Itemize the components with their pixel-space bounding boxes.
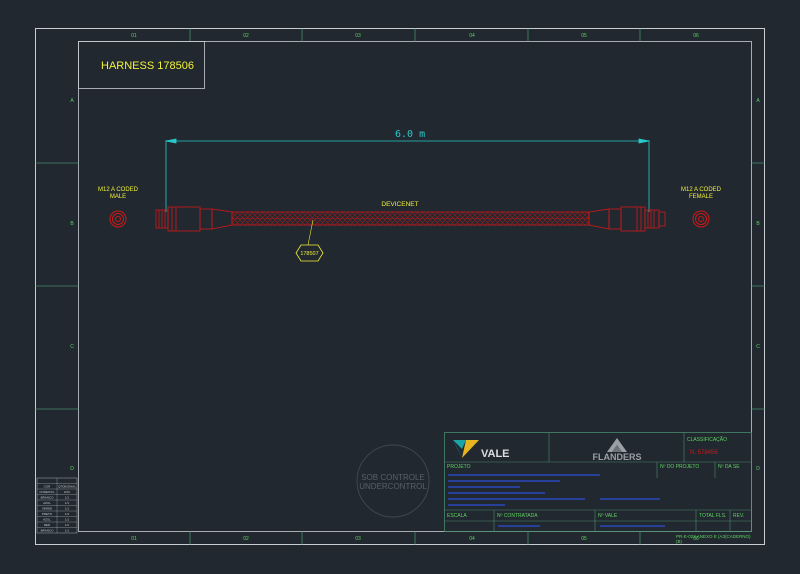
zone-row-left-D: D xyxy=(70,466,74,472)
color-table-cell: AZUL xyxy=(43,501,51,505)
color-table-cell: CORES/CL xyxy=(39,490,55,494)
zone-col-bottom-05: 05 xyxy=(581,536,587,542)
zone-row-left-C: C xyxy=(70,344,74,350)
color-table-cell: BRANCO xyxy=(41,529,55,533)
zone-row-left-A: A xyxy=(70,98,74,104)
color-table-cell: AZUL xyxy=(43,518,51,522)
zone-col-bottom-06: 06 xyxy=(693,536,699,542)
drawing-title: HARNESS 178506 xyxy=(101,60,194,72)
zone-row-right-D: D xyxy=(756,466,760,472)
project-description-lines xyxy=(448,474,665,527)
part-balloon-label: 178507 xyxy=(300,251,318,257)
vale-logo-text: VALE xyxy=(481,448,510,460)
cable-label: DEVICENET xyxy=(381,201,418,208)
classification-value: N. 578456 xyxy=(690,450,718,456)
color-table-cell: 1/1 xyxy=(65,529,70,533)
right-connector-label-line1: M12 A CODED xyxy=(681,187,722,193)
revision-label: REV. xyxy=(733,513,744,519)
part-balloon: 178507 xyxy=(295,219,324,262)
title-block: VALE FLANDERS CLASSIFICAÇÃO N. 578456 PR… xyxy=(444,432,752,532)
color-table-cell: 1/1 xyxy=(65,518,70,522)
zone-col-top-01: 01 xyxy=(131,33,137,39)
zone-col-top-03: 03 xyxy=(355,33,361,39)
zone-row-right-C: C xyxy=(756,344,760,350)
scale-label: ESCALA xyxy=(447,513,467,519)
color-table-header: COR xyxy=(44,485,52,489)
color-table-cell: 2/2C xyxy=(64,490,71,494)
contracted-number-label: Nº CONTRATADA xyxy=(497,513,538,519)
title-box: HARNESS 178506 xyxy=(78,41,205,89)
color-table-cell: 1/1 xyxy=(65,523,70,527)
zone-col-top-04: 04 xyxy=(469,33,475,39)
color-table-cell: BRANCO xyxy=(41,496,55,500)
color-table-cell: 1/1 xyxy=(65,496,70,500)
color-table-cell: PRETO xyxy=(42,512,53,516)
zone-col-top-05: 05 xyxy=(581,33,587,39)
zone-row-right-A: A xyxy=(756,98,760,104)
color-table-cell: 1/1 xyxy=(65,501,70,505)
form-code-suffix: (B) xyxy=(676,539,683,544)
left-connector-label-line1: M12 A CODED xyxy=(98,187,139,193)
zone-row-right-B: B xyxy=(756,221,760,227)
flanders-logo-icon xyxy=(607,438,627,452)
color-table-header: QTDE/SINAL xyxy=(58,485,76,489)
zone-ticks xyxy=(35,28,765,545)
left-connector-body xyxy=(155,206,233,232)
zone-col-bottom-03: 03 xyxy=(355,536,361,542)
project-label: PROJETO xyxy=(447,464,471,470)
color-table-cell: 1/1 xyxy=(65,512,70,516)
right-connector-label-line2: FEMALE xyxy=(689,194,713,200)
left-connector-label-line2: MALE xyxy=(110,194,126,200)
dimension-line xyxy=(165,138,650,212)
inner-frame xyxy=(78,41,752,532)
left-connector-end-view xyxy=(109,210,127,228)
sheet-number-label: Nº DA SE xyxy=(718,464,740,470)
flanders-logo-text: FLANDERS xyxy=(593,452,642,462)
zone-row-left-B: B xyxy=(70,221,74,227)
vale-number-label: Nº VALE xyxy=(598,513,618,519)
dimension-label: 6.0 m xyxy=(395,129,425,140)
zone-col-top-06: 06 xyxy=(693,33,699,39)
watermark-line2: UNDERCONTROL xyxy=(359,482,427,491)
color-table-cell: VERDE xyxy=(42,507,52,511)
total-sheets-label: TOTAL FLS. xyxy=(699,513,726,519)
outer-frame xyxy=(35,28,765,545)
watermark-line1: SOB CONTROLE xyxy=(361,473,425,482)
project-number-label: Nº DO PROJETO xyxy=(660,464,699,470)
classification-label: CLASSIFICAÇÃO xyxy=(687,436,727,443)
zone-col-top-02: 02 xyxy=(243,33,249,39)
controlled-copy-stamp: SOB CONTROLE UNDERCONTROL xyxy=(356,444,430,518)
right-connector-body xyxy=(588,206,666,232)
right-connector-end-view xyxy=(692,210,710,228)
vale-logo-icon xyxy=(453,440,479,458)
zone-col-bottom-02: 02 xyxy=(243,536,249,542)
form-code: PR-E-022 ANEXO E (A3(CADERNO) xyxy=(676,534,751,539)
color-table-cell: 1/1 xyxy=(65,507,70,511)
zone-col-bottom-04: 04 xyxy=(469,536,475,542)
cable-assembly xyxy=(155,206,666,232)
zone-col-bottom-01: 01 xyxy=(131,536,137,542)
color-table-cell: RED xyxy=(44,523,51,527)
